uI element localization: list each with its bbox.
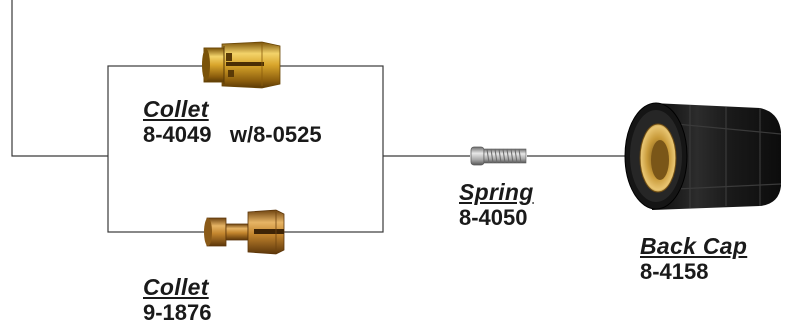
outer-wire	[11, 0, 108, 157]
part-name: Collet	[143, 96, 209, 122]
part-number: 8-4158	[640, 258, 709, 284]
collet-a-label: Collet 8-4049 w/8-0525	[143, 96, 322, 147]
part-name: Collet	[143, 274, 209, 300]
part-number: 9-1876	[143, 299, 212, 325]
part-name: Back Cap	[640, 233, 748, 259]
back-cap-label: Back Cap 8-4158	[640, 233, 748, 284]
collet-b-label: Collet 9-1876	[143, 274, 212, 325]
collet-slotted-icon	[202, 41, 281, 89]
part-number: 8-4050	[459, 204, 528, 230]
collet-stepped-icon	[204, 209, 285, 255]
part-name: Spring	[459, 179, 534, 205]
spring-label: Spring 8-4050	[459, 179, 534, 230]
part-number: 8-4049 w/8-0525	[143, 121, 322, 147]
back-cap-icon	[624, 102, 782, 210]
collet-bracket	[107, 65, 384, 233]
spring-icon	[470, 146, 527, 166]
